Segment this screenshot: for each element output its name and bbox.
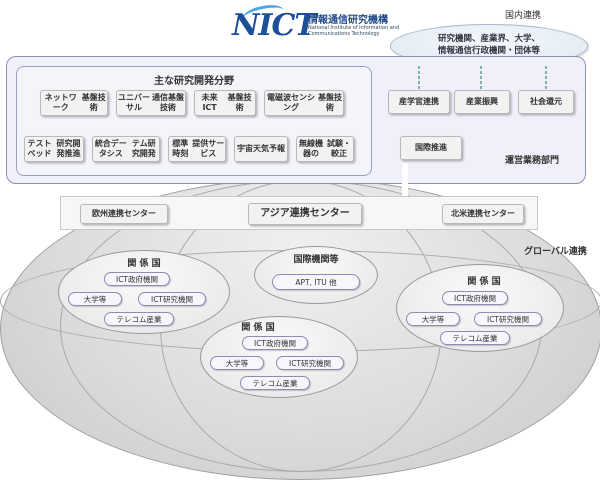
apt-itu-etc: APT, ITU 他 bbox=[272, 274, 360, 290]
research-fields-title: 主な研究開発分野 bbox=[154, 76, 234, 87]
ict-research-institute: ICT研究機関 bbox=[276, 356, 344, 370]
ict-gov-agency: ICT政府機関 bbox=[104, 272, 170, 286]
ops-industry-promotion[interactable]: 産業振興 bbox=[454, 90, 510, 114]
university: 大学等 bbox=[406, 312, 460, 326]
operations-dept-label: 運営業務部門 bbox=[505, 156, 560, 166]
ict-gov-agency: ICT政府機関 bbox=[242, 336, 308, 350]
field-standard-time[interactable]: 標準時刻提供サービス bbox=[168, 136, 226, 162]
nict-logo: NICT 情報通信研究機構 National Institute of Info… bbox=[232, 1, 412, 46]
domestic-title: 国内連携 bbox=[505, 11, 542, 21]
telecom-industry: テレコム産業 bbox=[240, 376, 310, 390]
telecom-industry: テレコム産業 bbox=[440, 331, 510, 345]
cluster-title: 関 係 国 bbox=[467, 277, 501, 287]
field-data-system[interactable]: 統合データシステム研究開発 bbox=[92, 136, 160, 162]
namerica-center[interactable]: 北米連携センター bbox=[442, 204, 524, 224]
field-testbed[interactable]: テストベッド研究開発推進 bbox=[24, 136, 84, 162]
ict-gov-agency: ICT政府機関 bbox=[442, 291, 508, 305]
cluster-title: 関 係 国 bbox=[241, 323, 275, 333]
field-em-sensing[interactable]: 電磁波センシング基盤技術 bbox=[264, 90, 344, 116]
asia-center[interactable]: アジア連携センター bbox=[248, 203, 362, 225]
ict-research-institute: ICT研究機関 bbox=[138, 292, 206, 306]
ops-international[interactable]: 国際推進 bbox=[400, 136, 462, 160]
ops-industry-academia[interactable]: 産学官連携 bbox=[388, 90, 450, 114]
europe-center[interactable]: 欧州連携センター bbox=[80, 204, 168, 224]
field-radio-testing[interactable]: 無線機器の試験・較正 bbox=[296, 136, 354, 162]
cloud-line-2: 情報通信行政機関・団体等 bbox=[437, 46, 540, 56]
logo-name-ja: 情報通信研究機構 bbox=[308, 15, 388, 26]
telecom-industry: テレコム産業 bbox=[104, 312, 174, 326]
global-collab-label: グローバル連携 bbox=[524, 247, 587, 257]
ict-research-institute: ICT研究機関 bbox=[474, 312, 542, 326]
intl-org-title: 国際機関等 bbox=[293, 255, 339, 265]
logo-mark: NICT bbox=[232, 8, 317, 43]
logo-name-en: National Institute of Information and Co… bbox=[308, 25, 400, 37]
university: 大学等 bbox=[210, 356, 264, 370]
cluster-title: 関 係 国 bbox=[127, 259, 161, 269]
field-space-weather[interactable]: 宇宙天気予報 bbox=[234, 136, 288, 162]
ops-social-return[interactable]: 社会還元 bbox=[518, 90, 574, 114]
connector-lines bbox=[418, 66, 547, 90]
field-universal[interactable]: ユニバーサル通信基盤技術 bbox=[116, 90, 186, 116]
cloud-line-1: 研究機関、産業界、大学、 bbox=[437, 34, 540, 44]
field-network[interactable]: ネットワーク基盤技術 bbox=[40, 90, 108, 116]
university: 大学等 bbox=[68, 292, 122, 306]
